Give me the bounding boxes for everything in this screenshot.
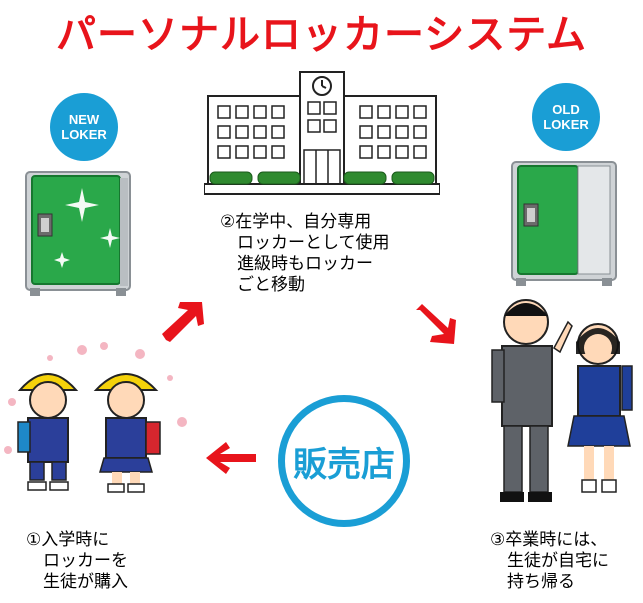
arrow-left-icon (204, 440, 258, 476)
old-locker-illustration (508, 158, 620, 288)
old-locker-badge: OLD LOKER (532, 83, 600, 151)
elementary-students-illustration (0, 338, 196, 500)
shop-label: 販売店 (293, 437, 395, 486)
new-locker-illustration (22, 168, 134, 298)
new-locker-badge: NEW LOKER (50, 93, 118, 161)
shop-ring: 販売店 (278, 395, 410, 527)
step-3-text: ③卒業時には、 生徒が自宅に 持ち帰る (490, 530, 609, 593)
page-title: パーソナルロッカーシステム (0, 2, 643, 60)
badge-line: OLD (552, 102, 579, 117)
arrow-down-right-icon (414, 302, 460, 346)
badge-line: LOKER (543, 117, 589, 132)
badge-line: LOKER (61, 127, 107, 142)
school-building-illustration (204, 66, 440, 196)
step-1-text: ①入学時に ロッカーを 生徒が購入 (26, 530, 128, 593)
shop-circle: 販売店 (278, 395, 410, 527)
graduating-students-illustration (476, 292, 642, 514)
step-2-text: ②在学中、自分専用 ロッカーとして使用 進級時もロッカー ごと移動 (220, 212, 390, 296)
badge-line: NEW (69, 112, 99, 127)
